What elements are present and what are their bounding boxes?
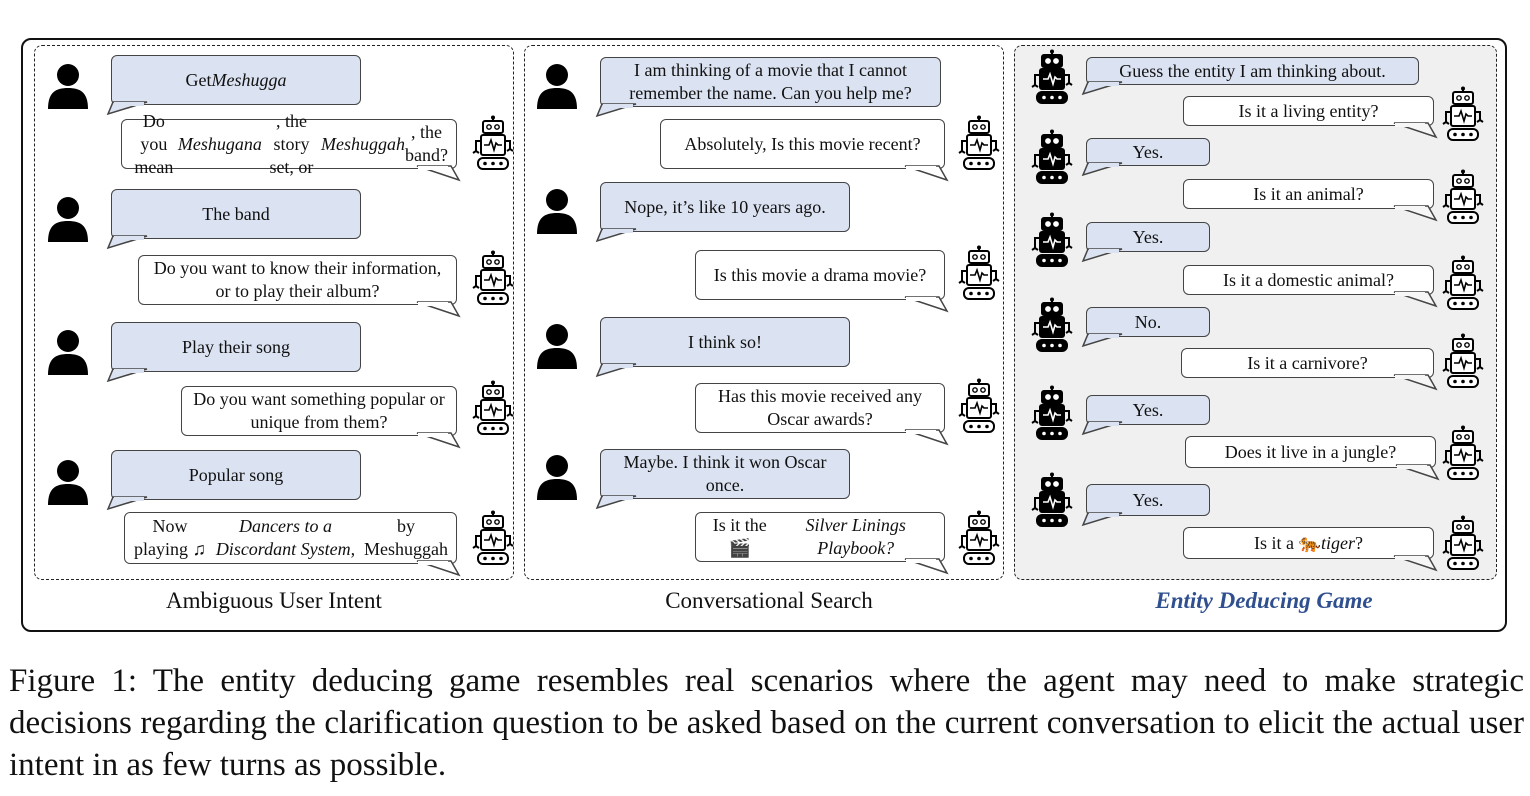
agent-message-bubble: Is it a domestic animal? xyxy=(1183,265,1434,295)
bubble-tail-join xyxy=(114,102,144,106)
figure-frame xyxy=(21,38,1507,632)
person-icon xyxy=(46,458,90,511)
bubble-tail-join xyxy=(1395,123,1425,127)
bubble-tail-join xyxy=(1089,334,1119,338)
bubble-tail-join xyxy=(418,433,448,437)
agent-message-bubble: Is it a 🐅 tiger? xyxy=(1183,527,1434,559)
bubble-tail-join xyxy=(906,430,936,434)
agent-message-bubble: Is this movie a drama movie? xyxy=(695,250,945,300)
bubble-tail-join xyxy=(114,497,144,501)
agent-message-bubble: Does it live in a jungle? xyxy=(1185,436,1436,468)
user-message-bubble: Guess the entity I am thinking about. xyxy=(1086,57,1419,85)
person-icon xyxy=(535,187,579,240)
user-message-bubble: The band xyxy=(111,189,361,239)
outline-robot-icon xyxy=(472,250,514,311)
bubble-tail-join xyxy=(418,302,448,306)
outline-robot-icon xyxy=(1442,255,1484,316)
outline-robot-icon xyxy=(958,245,1000,306)
agent-message-bubble: Is it the 🎬 Silver Linings Playbook? xyxy=(695,512,945,562)
filled-robot-icon xyxy=(1031,297,1073,358)
agent-message-bubble: Do you want something popular or unique … xyxy=(181,386,457,436)
filled-robot-icon xyxy=(1031,129,1073,190)
bubble-tail-join xyxy=(1089,513,1119,517)
bubble-tail-join xyxy=(1395,556,1425,560)
person-icon xyxy=(535,322,579,375)
agent-message-bubble: Do you mean Meshugana, the story set, or… xyxy=(121,111,457,177)
bubble-tail-join xyxy=(418,166,448,170)
outline-robot-icon xyxy=(958,510,1000,571)
agent-message-bubble: Has this movie received any Oscar awards… xyxy=(695,383,945,433)
bubble-tail-join xyxy=(603,364,633,368)
panel-label-entity-deducing-game: Entity Deducing Game xyxy=(1155,588,1373,613)
outline-robot-icon xyxy=(1442,515,1484,576)
agent-message-bubble: Is it a carnivore? xyxy=(1181,348,1434,378)
outline-robot-icon xyxy=(472,380,514,441)
bubble-tail-join xyxy=(1395,375,1425,379)
panel-label-ambiguous-user-intent: Ambiguous User Intent xyxy=(166,588,382,613)
agent-message-bubble: Is it an animal? xyxy=(1183,179,1434,209)
outline-robot-icon xyxy=(1442,333,1484,394)
bubble-tail-join xyxy=(1089,249,1119,253)
bubble-tail-join xyxy=(1089,422,1119,426)
bubble-tail-join xyxy=(114,236,144,240)
filled-robot-icon xyxy=(1031,212,1073,273)
user-message-bubble: Nope, it’s like 10 years ago. xyxy=(600,182,850,232)
agent-message-bubble: Now playing ♫ Dancers to a Discordant Sy… xyxy=(124,512,457,564)
user-message-bubble: Yes. xyxy=(1086,484,1210,516)
user-message-bubble: Yes. xyxy=(1086,395,1210,425)
person-icon xyxy=(535,453,579,506)
outline-robot-icon xyxy=(1442,169,1484,230)
agent-message-bubble: Absolutely, Is this movie recent? xyxy=(660,119,945,169)
person-icon xyxy=(46,195,90,248)
bubble-tail-join xyxy=(603,496,633,500)
bubble-tail-join xyxy=(1089,82,1119,86)
bubble-tail-join xyxy=(1397,465,1427,469)
bubble-tail-join xyxy=(906,297,936,301)
person-icon xyxy=(535,62,579,115)
user-message-bubble: Yes. xyxy=(1086,222,1210,252)
bubble-tail-join xyxy=(1395,206,1425,210)
bubble-tail-join xyxy=(906,559,936,563)
user-message-bubble: Maybe. I think it won Oscar once. xyxy=(600,449,850,499)
bubble-tail-join xyxy=(1089,163,1119,167)
agent-message-bubble: Do you want to know their information, o… xyxy=(138,255,457,305)
outline-robot-icon xyxy=(1442,86,1484,147)
user-message-bubble: Yes. xyxy=(1086,138,1210,166)
outline-robot-icon xyxy=(472,115,514,176)
bubble-tail-join xyxy=(603,229,633,233)
figure-caption: Figure 1: The entity deducing game resem… xyxy=(9,663,1524,783)
user-message-bubble: No. xyxy=(1086,307,1210,337)
user-message-bubble: Popular song xyxy=(111,450,361,500)
panel-label-conversational-search: Conversational Search xyxy=(665,588,873,613)
agent-message-bubble: Is it a living entity? xyxy=(1183,96,1434,126)
outline-robot-icon xyxy=(472,510,514,571)
filled-robot-icon xyxy=(1031,49,1073,110)
user-message-bubble: I think so! xyxy=(600,317,850,367)
bubble-tail-join xyxy=(603,104,633,108)
filled-robot-icon xyxy=(1031,385,1073,446)
bubble-tail-join xyxy=(418,561,448,565)
filled-robot-icon xyxy=(1031,472,1073,533)
outline-robot-icon xyxy=(958,378,1000,439)
panel-ambiguous-user-intent xyxy=(34,45,514,580)
user-message-bubble: I am thinking of a movie that I cannot r… xyxy=(600,57,941,107)
user-message-bubble: Play their song xyxy=(111,322,361,372)
bubble-tail-join xyxy=(1395,292,1425,296)
bubble-tail-join xyxy=(906,166,936,170)
user-message-bubble: Get Meshugga xyxy=(111,55,361,105)
person-icon xyxy=(46,328,90,381)
bubble-tail-join xyxy=(114,369,144,373)
outline-robot-icon xyxy=(958,115,1000,176)
person-icon xyxy=(46,62,90,115)
panel-conversational-search xyxy=(524,45,1004,580)
outline-robot-icon xyxy=(1442,425,1484,486)
